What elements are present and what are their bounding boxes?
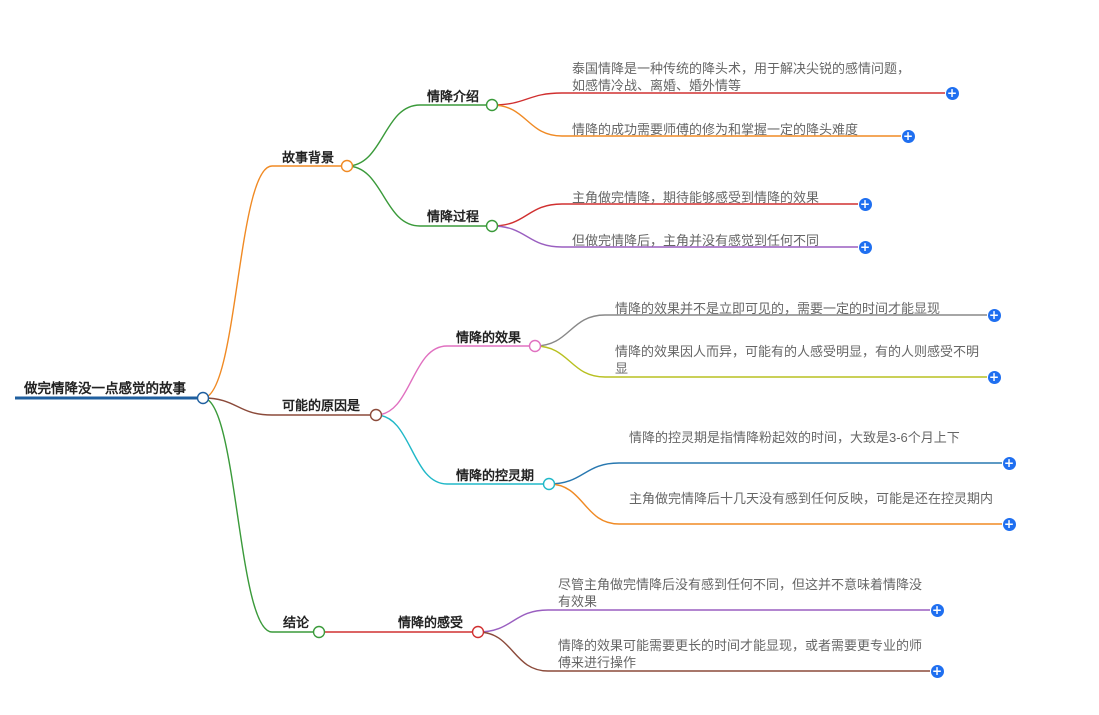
leaf-connector xyxy=(477,631,549,672)
leaf-connector xyxy=(534,314,606,347)
subtopic-node xyxy=(528,339,542,353)
expand-plus-icon[interactable]: + xyxy=(858,239,872,254)
leaf-text: 泰国情降是一种传统的降头术，用于解决尖锐的感情问题，如感情冷战、离婚、婚外情等 xyxy=(572,61,911,93)
leaf-text: 情降的控灵期是指情降粉起效的时间，大致是3-6个月上下 xyxy=(629,430,960,445)
subtopic-connector xyxy=(375,345,448,416)
subtopic-node xyxy=(485,219,499,233)
expand-plus-icon[interactable]: + xyxy=(930,663,944,678)
leaf-text: 情降的成功需要师傅的修为和掌握一定的降头难度 xyxy=(572,122,859,137)
expand-plus-icon[interactable]: + xyxy=(987,369,1001,384)
expand-plus-icon[interactable]: + xyxy=(930,602,944,617)
branch-topic: 故事背景 xyxy=(282,150,335,165)
root-node xyxy=(196,391,210,405)
leaf-text: 但做完情降后，主角并没有感觉到任何不同 xyxy=(572,233,820,248)
subtopic-node xyxy=(485,98,499,112)
branch-connector xyxy=(202,397,273,633)
leaf-connector xyxy=(491,104,563,137)
leaf-connector xyxy=(534,345,606,378)
subtopic: 情降介绍 xyxy=(427,89,480,104)
subtopic-connector xyxy=(346,165,421,227)
subtopic: 情降的效果 xyxy=(456,330,522,345)
leaf-connector xyxy=(477,609,549,633)
expand-plus-icon[interactable]: + xyxy=(1002,455,1016,470)
subtopic-connector xyxy=(375,414,448,485)
branch-node xyxy=(340,159,354,173)
leaf-text: 情降的效果因人而异，可能有的人感受明显，有的人则感受不明显 xyxy=(615,344,980,376)
expand-plus-icon[interactable]: + xyxy=(945,85,959,100)
leaf-connector xyxy=(548,483,620,525)
leaf-connector xyxy=(491,203,563,227)
subtopic-node xyxy=(542,477,556,491)
expand-plus-icon[interactable]: + xyxy=(987,307,1001,322)
branch-connector xyxy=(202,165,273,399)
subtopic: 情降的感受 xyxy=(398,615,464,630)
leaf-text: 尽管主角做完情降后没有感到任何不同，但这并不意味着情降没有效果 xyxy=(558,577,923,609)
subtopic-connector xyxy=(346,104,421,167)
leaf-connector xyxy=(491,225,563,248)
root-topic: 做完情降没一点感觉的故事 xyxy=(24,381,186,396)
subtopic: 情降过程 xyxy=(427,209,480,224)
leaf-connector xyxy=(548,462,620,485)
branch-connector xyxy=(202,397,273,416)
branch-node xyxy=(312,625,326,639)
branch-node xyxy=(369,408,383,422)
leaf-connector xyxy=(491,92,563,106)
branch-topic: 结论 xyxy=(283,615,310,630)
leaf-text: 主角做完情降后十几天没有感到任何反映，可能是还在控灵期内 xyxy=(629,491,994,506)
expand-plus-icon[interactable]: + xyxy=(1002,516,1016,531)
leaf-text: 主角做完情降，期待能够感受到情降的效果 xyxy=(572,190,820,205)
expand-plus-icon[interactable]: + xyxy=(858,196,872,211)
leaf-text: 情降的效果并不是立即可见的，需要一定的时间才能显现 xyxy=(615,301,941,316)
subtopic: 情降的控灵期 xyxy=(456,468,535,483)
subtopic-node xyxy=(471,625,485,639)
expand-plus-icon[interactable]: + xyxy=(901,128,915,143)
branch-topic: 可能的原因是 xyxy=(282,398,361,413)
leaf-text: 情降的效果可能需要更长的时间才能显现，或者需要更专业的师傅来进行操作 xyxy=(558,638,923,670)
